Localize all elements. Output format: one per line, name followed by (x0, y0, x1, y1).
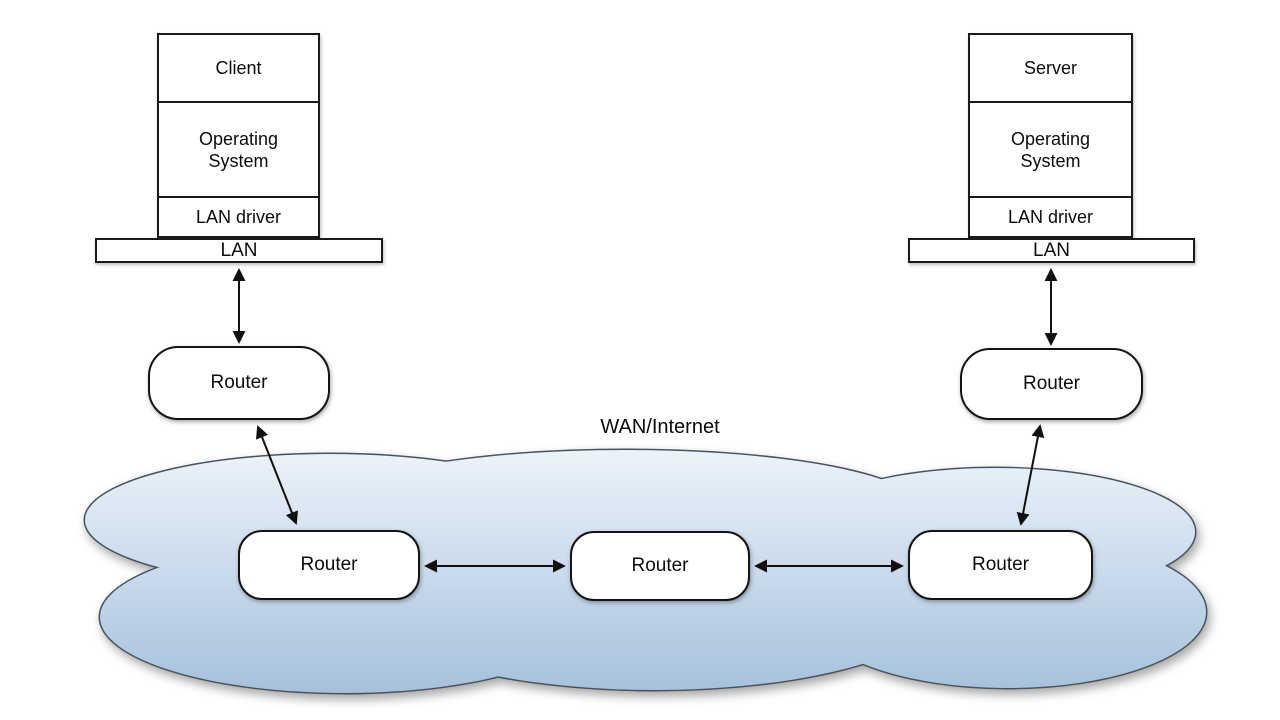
server-edge-router: Router (960, 348, 1143, 420)
wan-router-3: Router (908, 530, 1093, 600)
client-app-layer: Client (215, 58, 262, 78)
arrow-server-router-to-wan (1016, 424, 1045, 526)
wan-router-1: Router (238, 530, 420, 600)
client-lan-bus: LAN (95, 238, 383, 263)
client-lan-driver-layer: LAN driver (159, 196, 318, 236)
server-lan-label: LAN (1033, 239, 1070, 261)
server-os-layer: Operating System (970, 101, 1131, 196)
client-edge-router: Router (148, 346, 330, 420)
wan-router-2: Router (570, 531, 750, 601)
server-lan-driver-layer: LAN driver (970, 196, 1131, 236)
wan-internet-label: WAN/Internet (600, 416, 720, 438)
client-lan-label: LAN (220, 239, 258, 261)
server-app-layer: Server (1023, 58, 1077, 78)
server-lan-bus: LAN (908, 238, 1195, 263)
client-stack: Client Operating System LAN driver (157, 33, 320, 238)
arrow-client-router-to-wan (256, 425, 298, 525)
client-os-layer: Operating System (159, 101, 318, 196)
server-stack: Server Operating System LAN driver (968, 33, 1133, 238)
